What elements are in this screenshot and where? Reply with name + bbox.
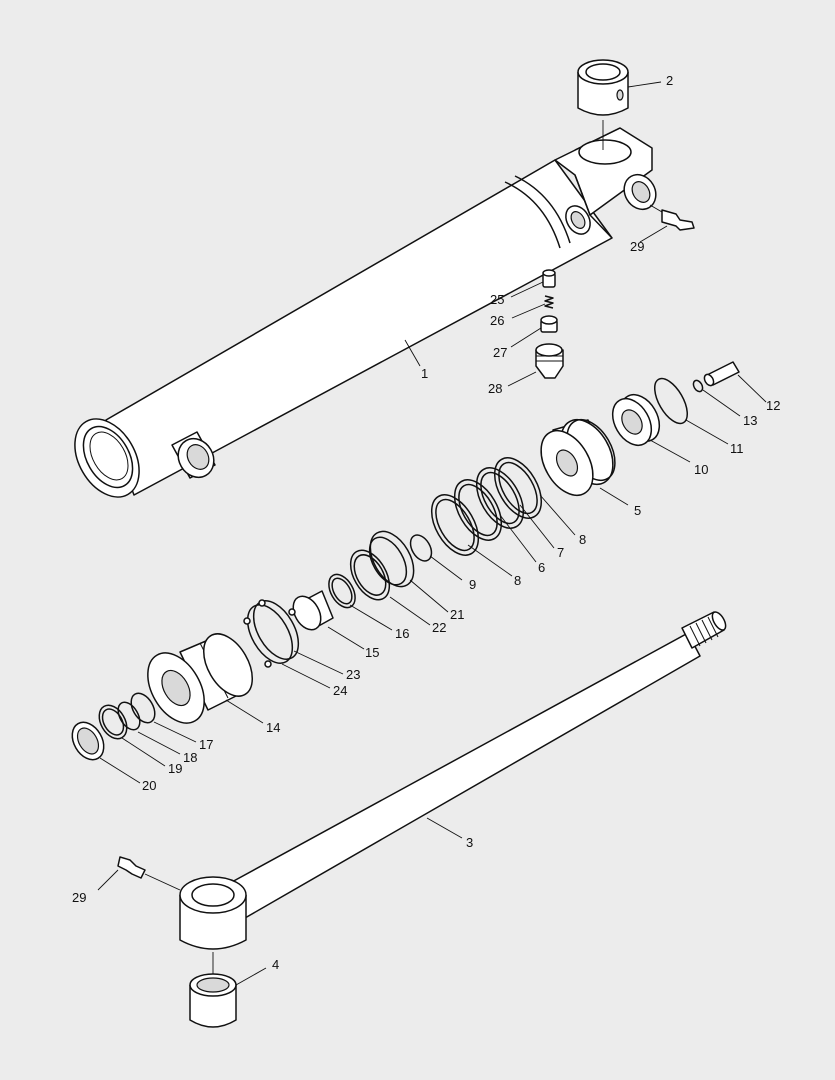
leader-lines	[97, 81, 767, 986]
o-ring-18	[117, 701, 141, 731]
label-part-7: 7	[557, 545, 564, 560]
back-up-ring-17	[130, 692, 156, 724]
seal-21	[368, 530, 415, 588]
label-part-3: 3	[466, 835, 473, 850]
snap-ring-11	[653, 377, 689, 425]
seal-ring-8b	[430, 494, 480, 556]
label-part-18: 18	[183, 750, 197, 765]
label-part-27: 27	[493, 345, 507, 360]
piston-5	[540, 418, 616, 496]
nut-10	[611, 393, 661, 447]
grease-nipple-bottom	[117, 856, 181, 891]
back-up-ring-22	[349, 549, 391, 601]
label-part-20: 20	[142, 778, 156, 793]
cylinder-head-14	[147, 633, 254, 724]
o-ring-9	[409, 534, 433, 562]
label-part-29b: 29	[72, 890, 86, 905]
label-part-28: 28	[488, 381, 502, 396]
label-part-8a: 8	[579, 532, 586, 547]
label-part-25: 25	[490, 292, 504, 307]
label-part-5: 5	[634, 503, 641, 518]
label-part-1: 1	[421, 366, 428, 381]
wiper-20	[71, 721, 105, 761]
pin-bushing-top	[577, 59, 629, 150]
label-part-21: 21	[450, 607, 464, 622]
pin-bushing-bottom	[189, 973, 237, 1028]
seal-ring-8a	[493, 457, 543, 519]
check-valve-28	[535, 343, 564, 379]
label-part-16: 16	[395, 626, 409, 641]
label-part-13: 13	[743, 413, 757, 428]
wear-ring-7	[475, 467, 525, 529]
label-part-10: 10	[694, 462, 708, 477]
label-part-2: 2	[666, 73, 673, 88]
label-part-11: 11	[730, 441, 744, 456]
label-part-23: 23	[346, 667, 360, 682]
label-part-12: 12	[766, 398, 780, 413]
rod-seal-19	[98, 704, 128, 740]
piston-rod	[179, 611, 727, 978]
label-part-29a: 29	[630, 239, 644, 254]
valve-plug-25	[542, 269, 556, 288]
snap-ring-16	[328, 573, 356, 609]
label-part-19: 19	[168, 761, 182, 776]
label-part-4: 4	[272, 957, 279, 972]
label-part-9: 9	[469, 577, 476, 592]
bushing-15	[292, 590, 334, 631]
seal-6	[453, 479, 503, 541]
label-part-22: 22	[432, 620, 446, 635]
label-part-8b: 8	[514, 573, 521, 588]
retainer-24	[243, 599, 296, 668]
label-part-24: 24	[333, 683, 347, 698]
lock-pin-12	[703, 361, 740, 387]
part-number-labels: 1 2 3 4 5 6 7 8 8 9 10 11 12 13 14 15 16…	[72, 73, 780, 972]
o-ring-13	[692, 379, 704, 393]
spring-26	[544, 295, 554, 309]
label-part-14: 14	[266, 720, 280, 735]
label-part-15: 15	[365, 645, 379, 660]
label-part-17: 17	[199, 737, 213, 752]
valve-seat-27	[540, 315, 558, 333]
label-part-26: 26	[490, 313, 504, 328]
grease-nipple-top	[649, 204, 695, 231]
label-part-6: 6	[538, 560, 545, 575]
cylinder-barrel	[74, 127, 657, 498]
